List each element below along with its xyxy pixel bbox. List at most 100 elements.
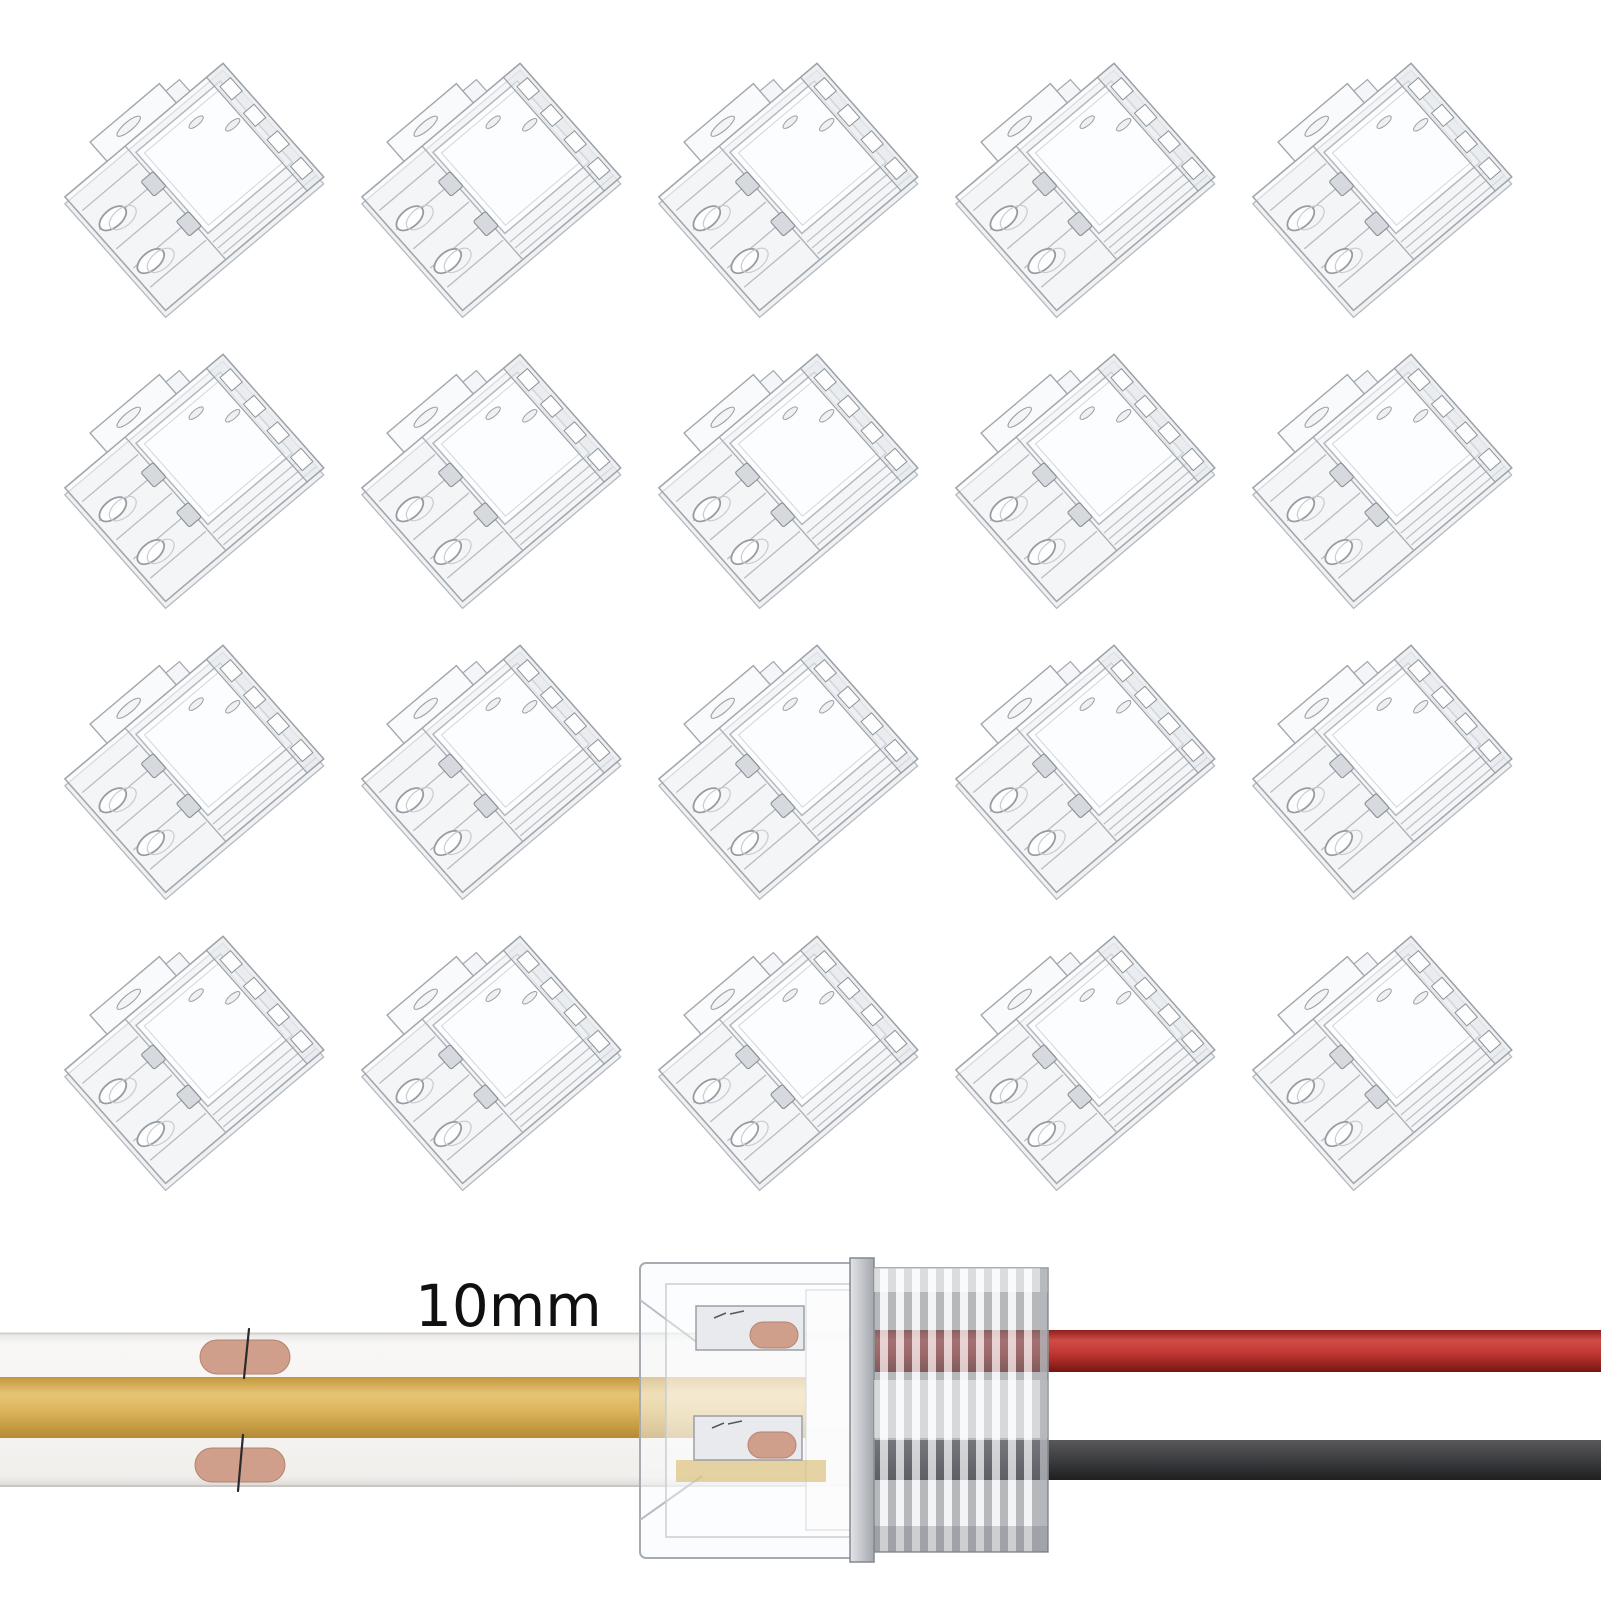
- metal-contact-clip: [735, 753, 760, 779]
- entry-hole-echo: [702, 786, 731, 813]
- entry-hole: [989, 205, 1019, 232]
- led-strip-connector: [657, 935, 919, 1192]
- side-rail-slots: [219, 659, 314, 763]
- side-rail-slots: [516, 950, 611, 1054]
- metal-contact-clip: [1067, 1084, 1093, 1109]
- entry-hole: [433, 830, 463, 857]
- wing-slot-hole: [710, 697, 735, 719]
- wall-edges: [509, 162, 615, 255]
- metal-contact-clip: [1067, 793, 1093, 818]
- body-divider-edge: [421, 436, 524, 552]
- entry-hole: [1286, 496, 1316, 523]
- entry-hole: [1027, 539, 1057, 566]
- led-strip-connector: [63, 644, 325, 901]
- entry-hole-echo: [146, 247, 175, 274]
- cover-slot-hole: [522, 409, 538, 423]
- strain-relief-ribs: [873, 1267, 1049, 1553]
- contact-detail-bottom: [711, 1420, 743, 1429]
- entry-hole: [98, 496, 128, 523]
- led-strip-connector: [954, 935, 1216, 1192]
- entry-hole-echo: [1037, 247, 1066, 274]
- entry-hole: [730, 1121, 760, 1148]
- metal-contact-clip: [141, 753, 166, 779]
- cover-slot-hole: [522, 118, 538, 132]
- cover-slot-hole: [188, 697, 204, 711]
- entry-hole-echo: [443, 1120, 472, 1147]
- wall-edges: [1103, 744, 1209, 837]
- cover-slot-hole: [485, 697, 501, 711]
- metal-contact-clip: [176, 1084, 202, 1109]
- led-strip-connector: [360, 62, 622, 319]
- entry-hole-echo: [108, 495, 137, 522]
- cover-slot-hole: [782, 115, 798, 129]
- entry-hole-echo: [405, 786, 434, 813]
- cover-slot-hole: [522, 991, 538, 1005]
- entry-hole: [1286, 1078, 1316, 1105]
- side-rail-slots: [1407, 77, 1502, 181]
- wing-slot-hole: [413, 406, 438, 428]
- wall-edges: [509, 453, 615, 546]
- entry-hole: [989, 1078, 1019, 1105]
- metal-contact-clip: [473, 211, 499, 236]
- width-label: 10mm: [415, 1272, 602, 1340]
- metal-contact-clip: [438, 462, 463, 488]
- wing-slot-hole: [1007, 406, 1032, 428]
- entry-hole-echo: [146, 538, 175, 565]
- wall-edges: [1103, 453, 1209, 546]
- entry-hole: [433, 1121, 463, 1148]
- wing-slot-hole: [710, 115, 735, 137]
- entry-hole: [692, 787, 722, 814]
- cover-slot-hole: [225, 991, 241, 1005]
- led-strip-connector: [657, 353, 919, 610]
- metal-contact-clip: [176, 793, 202, 818]
- wing-slot-hole: [1304, 406, 1329, 428]
- side-rail-slots: [813, 950, 908, 1054]
- entry-hole: [1286, 205, 1316, 232]
- wing-tab: [165, 660, 191, 686]
- led-strip-connector: [657, 644, 919, 901]
- body-divider-edge: [718, 145, 821, 261]
- wing-tab: [1353, 369, 1379, 395]
- wall-edges: [806, 453, 912, 546]
- entry-hole-echo: [443, 538, 472, 565]
- cover-slot-hole: [819, 118, 835, 132]
- body-divider-edge: [1312, 1018, 1415, 1134]
- metal-contact-clip: [735, 1044, 760, 1070]
- wing-slot-hole: [413, 697, 438, 719]
- cover-slot-hole: [1376, 406, 1392, 420]
- wing-slot-hole: [1304, 697, 1329, 719]
- wing-tab: [462, 369, 488, 395]
- cover-slot-hole: [1116, 409, 1132, 423]
- metal-contact-clip: [735, 171, 760, 197]
- metal-contact-clip: [473, 1084, 499, 1109]
- entry-hole-echo: [146, 1120, 175, 1147]
- metal-contact-clip: [1329, 171, 1354, 197]
- entry-hole-echo: [443, 247, 472, 274]
- body-divider-edge: [1015, 436, 1118, 552]
- metal-contact-clip: [770, 211, 796, 236]
- entry-hole-echo: [1037, 829, 1066, 856]
- body-divider-edge: [1312, 145, 1415, 261]
- metal-contact-clip: [1032, 1044, 1057, 1070]
- cover-slot-hole: [1116, 991, 1132, 1005]
- wall-edges: [1400, 162, 1506, 255]
- cut-mark-top: [242, 1327, 251, 1380]
- side-rail-slots: [1110, 950, 1205, 1054]
- wall-edges: [212, 1035, 318, 1128]
- wall-edges: [1400, 744, 1506, 837]
- entry-hole-echo: [443, 829, 472, 856]
- body-divider-edge: [124, 1018, 227, 1134]
- led-strip-connector: [1251, 935, 1513, 1192]
- entry-hole: [136, 1121, 166, 1148]
- entry-hole-echo: [108, 204, 137, 231]
- entry-hole: [730, 830, 760, 857]
- cover-slot-hole: [782, 988, 798, 1002]
- entry-hole-echo: [405, 1077, 434, 1104]
- side-rail-slots: [516, 659, 611, 763]
- body-divider-edge: [1312, 436, 1415, 552]
- entry-hole-echo: [146, 829, 175, 856]
- entry-hole: [395, 787, 425, 814]
- entry-hole: [1027, 248, 1057, 275]
- cover-slot-hole: [1413, 991, 1429, 1005]
- wing-tab: [165, 951, 191, 977]
